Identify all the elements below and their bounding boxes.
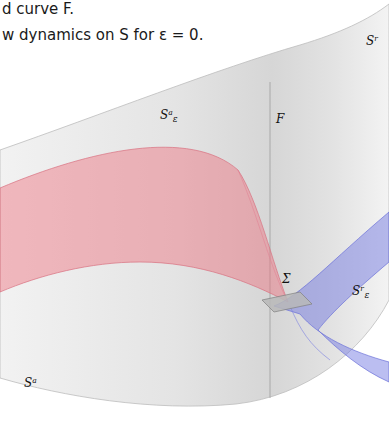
slide-text: d curve F. bbox=[2, 0, 74, 18]
manifold-label: Sᵃ bbox=[24, 376, 37, 390]
manifold-label: Sʳ bbox=[366, 34, 378, 48]
attracting-slow-manifold bbox=[0, 147, 288, 302]
section-sigma bbox=[262, 292, 312, 312]
fold-curve bbox=[270, 82, 271, 398]
fold-label: F bbox=[276, 112, 284, 126]
section-label: Σ bbox=[282, 272, 290, 286]
manifold-label: Sᵃε bbox=[160, 108, 178, 124]
critical-manifold bbox=[0, 4, 389, 406]
slide-text: w dynamics on S for ε = 0. bbox=[2, 26, 203, 44]
manifold-label: Sʳε bbox=[352, 284, 369, 300]
